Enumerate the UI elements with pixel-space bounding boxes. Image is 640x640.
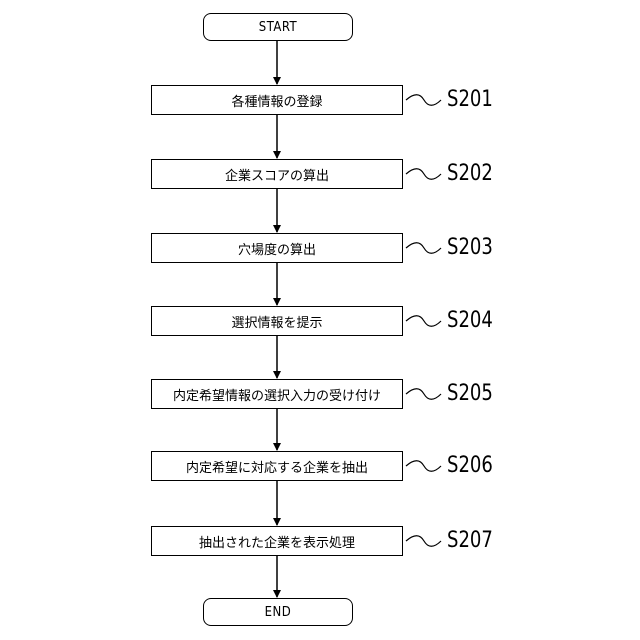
leader-line bbox=[406, 461, 441, 472]
start-terminal: START bbox=[203, 13, 353, 41]
process-box-s206: 内定希望に対応する企業を抽出 bbox=[151, 451, 403, 481]
process-text-s206: 内定希望に対応する企業を抽出 bbox=[186, 457, 368, 476]
process-box-s202: 企業スコアの算出 bbox=[151, 159, 403, 189]
process-text-s205: 内定希望情報の選択入力の受け付け bbox=[173, 385, 381, 404]
step-label-s202: S202 bbox=[447, 163, 493, 185]
leader-line bbox=[406, 389, 441, 400]
process-box-s204: 選択情報を提示 bbox=[151, 306, 403, 336]
step-label-s204: S204 bbox=[447, 310, 493, 332]
start-label: START bbox=[259, 20, 297, 35]
leader-line bbox=[406, 536, 441, 547]
step-label-s203: S203 bbox=[447, 237, 493, 259]
process-text-s201: 各種情報の登録 bbox=[231, 91, 322, 110]
process-text-s202: 企業スコアの算出 bbox=[225, 165, 329, 184]
step-label-s205: S205 bbox=[447, 383, 493, 405]
process-text-s207: 抽出された企業を表示処理 bbox=[199, 532, 355, 551]
process-text-s203: 穴場度の算出 bbox=[238, 239, 316, 258]
process-text-s204: 選択情報を提示 bbox=[231, 312, 322, 331]
process-box-s201: 各種情報の登録 bbox=[151, 85, 403, 115]
step-label-s201: S201 bbox=[447, 89, 493, 111]
process-box-s203: 穴場度の算出 bbox=[151, 233, 403, 263]
process-box-s207: 抽出された企業を表示処理 bbox=[151, 526, 403, 556]
end-label: END bbox=[265, 605, 292, 620]
end-terminal: END bbox=[203, 598, 353, 626]
leader-line bbox=[406, 169, 441, 180]
leader-line bbox=[406, 95, 441, 106]
leader-line bbox=[406, 243, 441, 254]
process-box-s205: 内定希望情報の選択入力の受け付け bbox=[151, 379, 403, 409]
step-label-s207: S207 bbox=[447, 530, 493, 552]
leader-line bbox=[406, 316, 441, 327]
step-label-s206: S206 bbox=[447, 455, 493, 477]
